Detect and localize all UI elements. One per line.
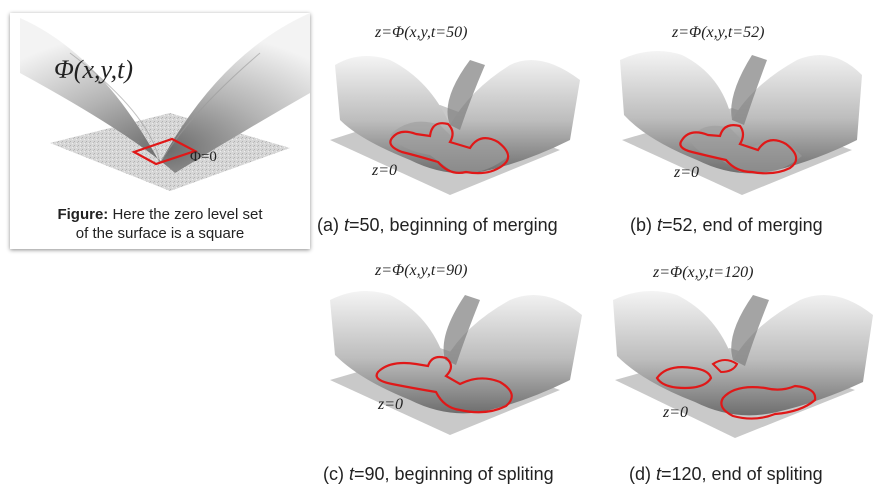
figure-card: Φ(x,y,t) Φ=0 Figure: Here the zero level…: [10, 13, 310, 249]
panel-d-caption: (d) t=120, end of spliting: [629, 464, 823, 484]
panel-d-contour-left: [655, 366, 713, 390]
panel-b-surface: [620, 51, 862, 195]
panel-d-surface-label: z=Φ(x,y,t=120): [653, 264, 754, 281]
cone-surface: [20, 13, 310, 173]
panel-d-surface: [613, 291, 873, 438]
panel-a-surface-label: z=Φ(x,y,t=50): [375, 24, 468, 41]
panel-d-contour-right: [720, 384, 817, 420]
phi-zero-label: Φ=0: [190, 149, 217, 165]
panel-a-caption: (a) t=50, beginning of merging: [317, 215, 558, 235]
panel-b-caption: (b) t=52, end of merging: [630, 215, 823, 235]
phi-label: Φ(x,y,t): [54, 55, 133, 84]
panel-a-plane-label: z=0: [372, 162, 398, 179]
figure-caption: Figure: Here the zero level set of the s…: [10, 205, 310, 243]
panel-b: z=Φ(x,y,t=52) z=0: [612, 20, 882, 240]
panel-c-surface: [330, 291, 582, 435]
panel-b-contour: [679, 124, 798, 175]
zero-level-square: [131, 137, 198, 166]
panel-b-plane-label: z=0: [674, 164, 700, 181]
panel-d: z=Φ(x,y,t=120) z=0: [605, 260, 885, 460]
figure-caption-bold: Figure:: [57, 206, 109, 223]
panel-a: z=Φ(x,y,t=50) z=0: [320, 20, 610, 240]
panel-c-caption: (c) t=90, beginning of spliting: [323, 464, 554, 484]
panel-b-surface-label: z=Φ(x,y,t=52): [672, 24, 765, 41]
panel-c: z=Φ(x,y,t=90) z=0: [320, 260, 610, 460]
figure-caption-line1: Here the zero level set: [108, 206, 263, 223]
panel-c-plane-label: z=0: [378, 396, 404, 413]
panel-a-contour: [389, 122, 510, 175]
figure-caption-line2: of the surface is a square: [75, 225, 245, 242]
cone-surface-illustration: [20, 13, 310, 191]
panel-c-contour: [375, 355, 513, 414]
panel-c-surface-label: z=Φ(x,y,t=90): [375, 262, 468, 279]
panel-a-surface: [330, 56, 580, 195]
panel-d-plane-label: z=0: [663, 404, 689, 421]
